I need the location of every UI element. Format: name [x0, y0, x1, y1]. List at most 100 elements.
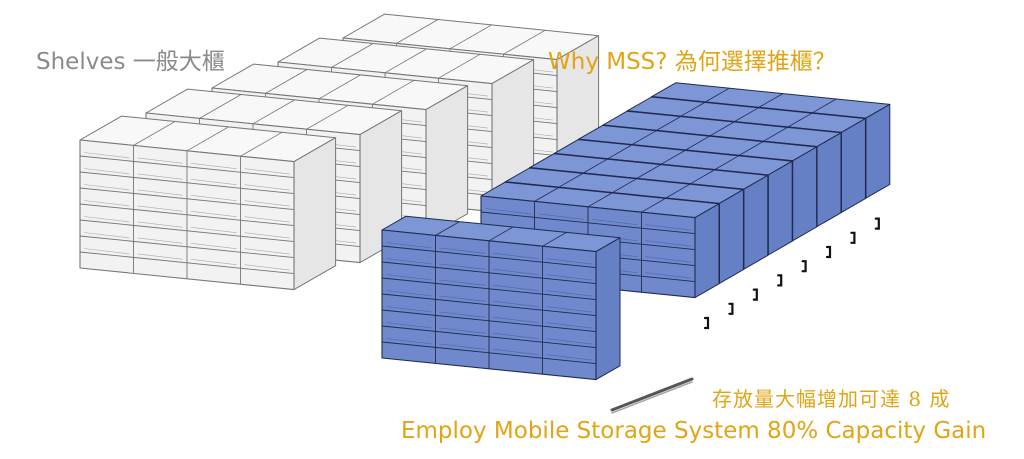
shelf-depth-hint — [244, 264, 291, 271]
shelf-depth-hint — [546, 338, 593, 345]
shelf-depth-hint — [546, 354, 593, 361]
column-divider-top — [331, 43, 374, 68]
shelf-depth-hint — [492, 349, 539, 355]
shelf-depth-hint — [538, 213, 585, 220]
shelf-depth-hint — [190, 259, 237, 265]
column-divider-top — [641, 198, 666, 213]
shelf-depth-hint — [439, 263, 486, 270]
column-divider-top — [680, 102, 706, 117]
column-divider-top — [758, 93, 783, 108]
rack-side-panel — [816, 132, 842, 228]
rack-side-panel — [767, 160, 793, 256]
column-divider-top — [372, 79, 415, 105]
mobile-cabinet-open — [381, 215, 621, 381]
cabinet-handle — [874, 217, 880, 230]
shelf-depth-hint — [83, 200, 130, 207]
cabinet-handle — [825, 245, 832, 259]
column-divider-top — [738, 141, 764, 156]
rack-side-panel — [743, 174, 769, 270]
column-divider-top — [186, 126, 229, 152]
shelf-depth-hint — [439, 327, 486, 334]
shelf-depth-hint — [484, 208, 531, 215]
shelf-depth-hint — [190, 211, 237, 217]
shelf-depth-hint — [385, 290, 432, 297]
cabinet-handle — [752, 288, 758, 301]
rack-side-panel — [595, 237, 621, 381]
shelf-depth-hint — [244, 200, 291, 207]
shelf-depth-hint — [385, 306, 432, 313]
column-divider-top — [661, 150, 686, 165]
shelf-depth-hint — [137, 189, 184, 196]
shelf-depth-hint — [385, 258, 432, 265]
column-divider-top — [449, 24, 492, 50]
shelf-depth-hint — [645, 256, 692, 263]
column-divider-top — [503, 29, 546, 55]
shelf-depth-hint — [244, 232, 291, 239]
shelf-depth-hint — [492, 301, 539, 307]
column-divider-top — [133, 121, 176, 146]
shelf-depth-hint — [137, 173, 184, 180]
column-divider-top — [787, 112, 813, 128]
shelf-depth-hint — [137, 253, 184, 260]
shelf-depth-hint — [546, 258, 593, 265]
column-divider-top — [265, 69, 308, 94]
column-divider-top — [734, 107, 759, 122]
shelf-depth-hint — [244, 248, 291, 255]
shelves-label: Shelves 一般大櫃 — [36, 49, 225, 75]
rack-side-panel — [840, 118, 866, 213]
column-divider-top — [534, 187, 559, 202]
shelf-depth-hint — [190, 163, 237, 169]
shelf-depth-hint — [645, 224, 692, 231]
shelf-depth-hint — [137, 221, 184, 228]
floor-rail — [610, 377, 694, 412]
column-divider-top — [812, 98, 837, 114]
shelf-depth-hint — [385, 242, 432, 249]
shelf-depth-hint — [385, 338, 432, 345]
shelf-depth-hint — [83, 168, 130, 175]
column-divider-top — [240, 131, 283, 157]
shelf-depth-hint — [137, 237, 184, 244]
cabinet-handle — [703, 316, 710, 330]
floor-rail-highlight — [611, 381, 693, 414]
column-divider-top — [587, 192, 613, 208]
column-divider-top — [631, 130, 657, 145]
shelf-depth-hint — [546, 290, 593, 297]
shelf-depth-hint — [190, 243, 237, 249]
capacity-chinese-label: 存放量大幅增加可達 8 成 — [712, 387, 951, 411]
shelf-depth-hint — [546, 274, 593, 281]
shelf-depth-hint — [83, 232, 130, 239]
column-divider-top — [318, 74, 361, 100]
column-divider-top — [690, 169, 715, 185]
shelf-depth-hint — [492, 285, 539, 291]
shelf-depth-hint — [244, 184, 291, 191]
column-divider-top — [714, 155, 739, 170]
shelf-depth-hint — [546, 322, 593, 329]
cabinet-handle — [777, 274, 783, 287]
mobile-shelves-group — [381, 82, 891, 414]
why-mss-heading: Why MSS? 為何選擇推櫃？ — [548, 49, 836, 75]
column-divider-top — [583, 158, 608, 174]
shelf-depth-hint — [83, 152, 130, 159]
shelf-depth-hint — [190, 179, 237, 185]
column-divider-top — [685, 135, 710, 151]
shelf-depth-hint — [492, 333, 539, 339]
static-shelf-row — [79, 115, 337, 291]
shelf-depth-hint — [591, 219, 638, 225]
shelf-depth-hint — [137, 157, 184, 164]
shelf-depth-hint — [546, 306, 593, 313]
capacity-english-label: Employ Mobile Storage System 80% Capacit… — [401, 418, 987, 444]
shelf-depth-hint — [645, 272, 692, 279]
rack-side-panel — [865, 103, 891, 199]
shelf-depth-hint — [385, 274, 432, 281]
shelf-depth-hint — [385, 322, 432, 329]
column-divider-top — [306, 104, 349, 130]
column-divider-top — [665, 183, 691, 199]
column-divider-top — [542, 232, 567, 247]
column-divider-top — [438, 53, 481, 79]
shelf-depth-hint — [244, 168, 291, 175]
column-divider-top — [384, 48, 427, 74]
column-divider-top — [558, 173, 584, 188]
column-divider-top — [488, 226, 514, 242]
shelf-depth-hint — [492, 253, 539, 259]
